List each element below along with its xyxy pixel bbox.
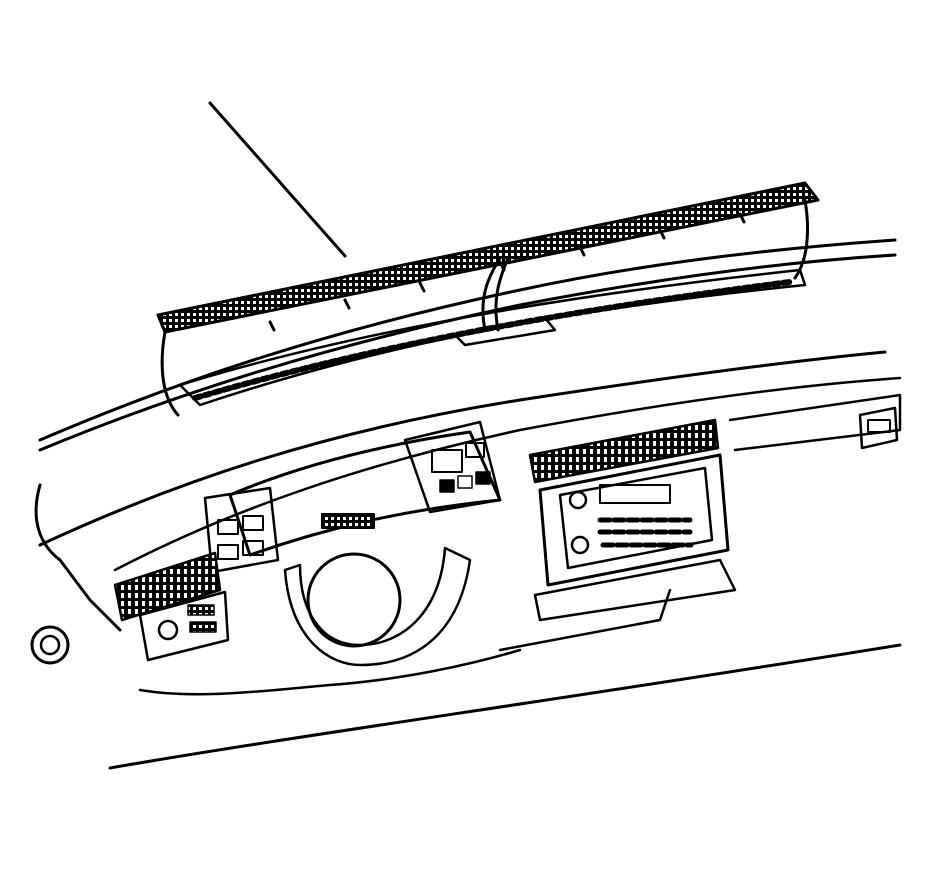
cover-left-end xyxy=(162,332,178,415)
ip-top-cover xyxy=(158,183,818,415)
headlamp-switch-panel xyxy=(140,592,228,660)
radio-face xyxy=(560,468,712,568)
steering-column-shroud xyxy=(285,548,470,665)
callout-leader-line xyxy=(210,103,345,256)
cover-right-end xyxy=(795,200,808,278)
lower-knee-bolster xyxy=(140,650,520,694)
center-stack-lower xyxy=(535,560,735,620)
radio-display xyxy=(600,485,670,503)
dash-left-side xyxy=(36,485,120,630)
radio-buttons xyxy=(600,520,691,545)
console-base xyxy=(500,590,670,650)
dash-upper-panel xyxy=(40,352,885,545)
radio-volume-knob xyxy=(570,492,586,508)
sensor-harness xyxy=(483,258,508,330)
dash-upper-panel-inner xyxy=(115,378,900,570)
radio-bezel xyxy=(540,455,728,585)
right-dash-panel xyxy=(730,395,900,450)
cover-top-surface xyxy=(158,183,818,332)
cluster-display xyxy=(322,514,374,528)
left-control-knob xyxy=(32,627,68,663)
left-air-vent xyxy=(115,553,220,620)
left-switch-panel xyxy=(205,488,278,572)
steering-wheel-hub xyxy=(308,554,400,646)
right-air-vent xyxy=(860,408,897,448)
center-switch-panel xyxy=(405,422,500,512)
cover-clip-row xyxy=(270,214,744,330)
dash-lower-edge xyxy=(110,645,900,768)
dash-top-edge xyxy=(40,240,895,440)
radio-tune-knob xyxy=(572,537,588,553)
center-stack-vent xyxy=(530,420,718,482)
harness-opening xyxy=(455,318,555,345)
